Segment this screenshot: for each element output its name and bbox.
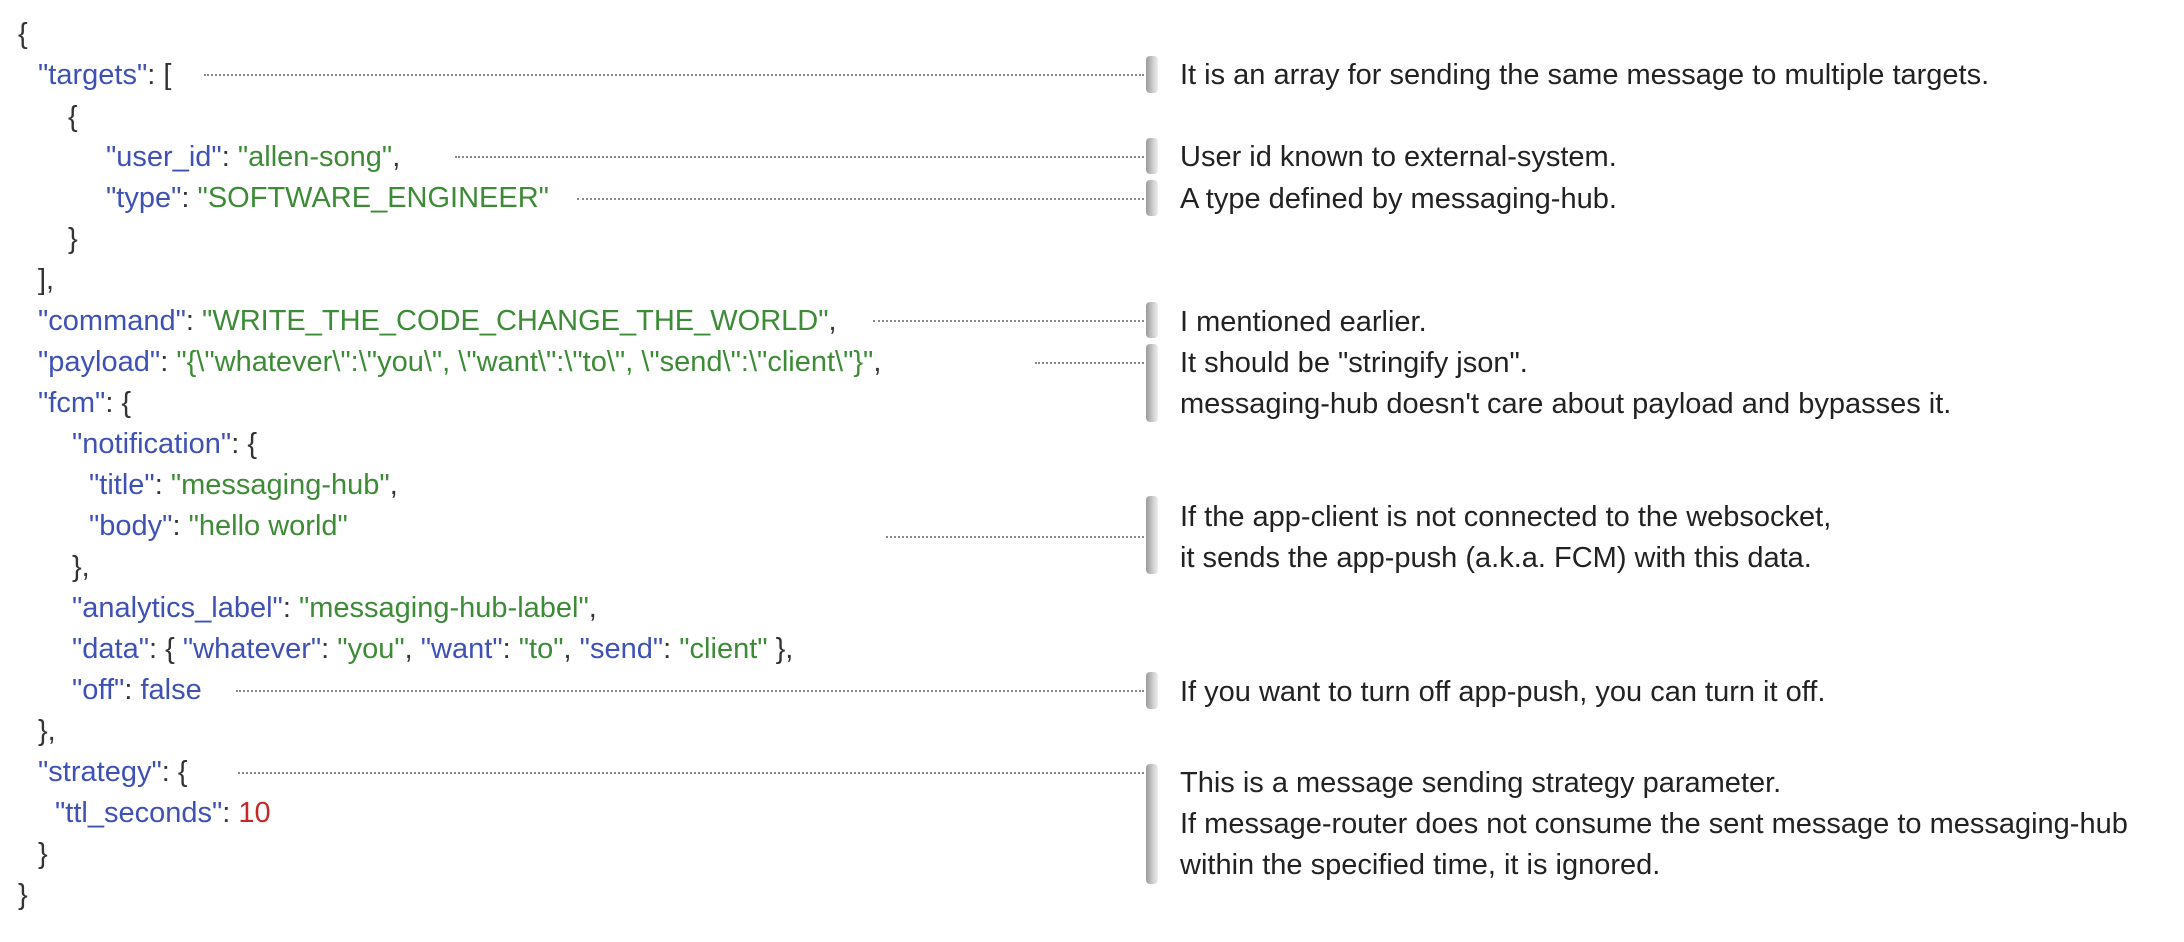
leader-payload bbox=[1035, 362, 1144, 364]
code-analytics-line: "analytics_label": "messaging-hub-label"… bbox=[72, 592, 597, 624]
code-targets-line: "targets": [ bbox=[38, 59, 172, 91]
code-target-obj-open: { bbox=[68, 101, 78, 133]
code-off-line: "off": false bbox=[72, 674, 202, 706]
leader-type bbox=[577, 198, 1144, 200]
bracket-payload bbox=[1146, 344, 1158, 422]
type-key: "type" bbox=[106, 182, 182, 214]
data-key: "data" bbox=[72, 633, 150, 665]
code-command-line: "command": "WRITE_THE_CODE_CHANGE_THE_WO… bbox=[38, 305, 837, 337]
code-user-id-line: "user_id": "allen-song", bbox=[106, 141, 401, 173]
code-payload-line: "payload": "{\"whatever\":\"you\", \"wan… bbox=[38, 346, 882, 378]
bracket-user-id bbox=[1146, 138, 1158, 174]
bracket-command bbox=[1146, 302, 1158, 338]
annotation-fcm-line1: If the app-client is not connected to th… bbox=[1180, 501, 1832, 533]
code-notification-close: }, bbox=[72, 551, 90, 583]
code-target-obj-close: } bbox=[68, 223, 78, 255]
annotation-strategy-line2: If message-router does not consume the s… bbox=[1180, 808, 2128, 840]
leader-user-id bbox=[455, 156, 1144, 158]
annotation-off: If you want to turn off app-push, you ca… bbox=[1180, 676, 1826, 708]
code-strategy-line: "strategy": { bbox=[38, 756, 188, 788]
code-targets-close: ], bbox=[38, 264, 55, 296]
leader-command bbox=[873, 320, 1144, 322]
off-value: false bbox=[140, 674, 202, 706]
code-ttl-line: "ttl_seconds": 10 bbox=[55, 797, 271, 829]
type-value: "SOFTWARE_ENGINEER" bbox=[197, 182, 549, 214]
code-root-close: } bbox=[18, 879, 28, 911]
fcm-key: "fcm" bbox=[38, 387, 106, 419]
bracket-off bbox=[1146, 672, 1158, 709]
annotation-user-id: User id known to external-system. bbox=[1180, 141, 1617, 173]
ttl-seconds-value: 10 bbox=[238, 797, 271, 829]
bracket-fcm bbox=[1146, 496, 1158, 574]
ttl-seconds-key: "ttl_seconds" bbox=[55, 797, 223, 829]
command-key: "command" bbox=[38, 305, 186, 337]
command-value: "WRITE_THE_CODE_CHANGE_THE_WORLD" bbox=[202, 305, 829, 337]
notification-key: "notification" bbox=[72, 428, 232, 460]
code-root-open: { bbox=[18, 18, 28, 50]
title-value: "messaging-hub" bbox=[170, 469, 390, 501]
bracket-type bbox=[1146, 180, 1158, 216]
targets-key: "targets" bbox=[38, 59, 148, 91]
off-key: "off" bbox=[72, 674, 125, 706]
annotation-fcm-line2: it sends the app-push (a.k.a. FCM) with … bbox=[1180, 542, 1812, 574]
code-type-line: "type": "SOFTWARE_ENGINEER" bbox=[106, 182, 549, 214]
annotation-strategy-line1: This is a message sending strategy param… bbox=[1180, 767, 1782, 799]
bracket-targets bbox=[1146, 56, 1158, 93]
annotation-strategy-line3: within the specified time, it is ignored… bbox=[1180, 849, 1661, 881]
user-id-key: "user_id" bbox=[106, 141, 222, 173]
code-fcm-close: }, bbox=[38, 715, 56, 747]
analytics-label-key: "analytics_label" bbox=[72, 592, 283, 624]
body-key: "body" bbox=[89, 510, 173, 542]
payload-key: "payload" bbox=[38, 346, 161, 378]
body-value: "hello world" bbox=[188, 510, 348, 542]
annotation-command: I mentioned earlier. bbox=[1180, 306, 1427, 338]
code-data-line: "data": { "whatever": "you", "want": "to… bbox=[72, 633, 794, 665]
code-fcm-line: "fcm": { bbox=[38, 387, 132, 419]
strategy-key: "strategy" bbox=[38, 756, 162, 788]
bracket-strategy bbox=[1146, 764, 1158, 884]
annotation-payload-line2: messaging-hub doesn't care about payload… bbox=[1180, 388, 1952, 420]
payload-value: "{\"whatever\":\"you\", \"want\":\"to\",… bbox=[176, 346, 874, 378]
annotation-payload-line1: It should be "stringify json". bbox=[1180, 347, 1528, 379]
code-strategy-close: } bbox=[38, 838, 48, 870]
leader-off bbox=[236, 690, 1144, 692]
annotation-type: A type defined by messaging-hub. bbox=[1180, 183, 1617, 215]
analytics-label-value: "messaging-hub-label" bbox=[298, 592, 589, 624]
code-notification-line: "notification": { bbox=[72, 428, 258, 460]
annotation-targets: It is an array for sending the same mess… bbox=[1180, 59, 1990, 91]
code-body-line: "body": "hello world" bbox=[89, 510, 348, 542]
leader-strategy bbox=[238, 772, 1144, 774]
leader-fcm bbox=[886, 536, 1144, 538]
user-id-value: "allen-song" bbox=[237, 141, 393, 173]
code-title-line: "title": "messaging-hub", bbox=[89, 469, 398, 501]
leader-targets bbox=[204, 74, 1144, 76]
title-key: "title" bbox=[89, 469, 155, 501]
